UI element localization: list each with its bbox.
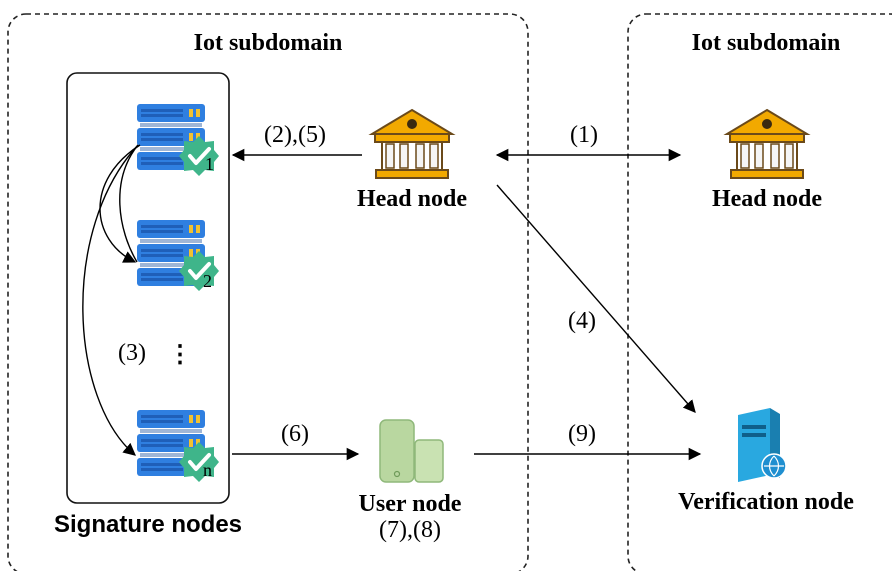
signature-nodes-box <box>66 72 230 504</box>
curve-arrow-1-to-2-inner <box>119 144 139 263</box>
curve-arrow-1-to-n <box>82 144 139 456</box>
user-node: User node (7),(8) <box>359 419 462 543</box>
left-subdomain-title: Iot subdomain <box>194 30 343 56</box>
verification-server-icon <box>738 408 787 482</box>
step-3-label: (3) <box>118 340 146 366</box>
verification-node: Verification node <box>678 408 854 515</box>
head-node-right: Head node <box>712 109 822 212</box>
bank-icon <box>371 109 453 179</box>
verification-node-label: Verification node <box>678 489 854 515</box>
mobile-device-icon <box>379 419 444 483</box>
verified-check-icon <box>177 249 221 293</box>
signature-server-2: 2 <box>137 220 221 293</box>
user-node-sublabel: (7),(8) <box>379 517 441 543</box>
edge-4-label: (4) <box>568 308 596 334</box>
signature-nodes-label: Signature nodes <box>54 511 242 538</box>
server-index-label: 1 <box>205 154 214 174</box>
signature-server-n: n <box>137 410 221 484</box>
left-subdomain-border <box>7 13 529 571</box>
head-node-right-label: Head node <box>712 186 822 212</box>
verified-check-icon <box>177 440 221 484</box>
vertical-ellipsis: ⋮ <box>168 342 192 368</box>
edge-6-label: (6) <box>281 421 309 447</box>
right-subdomain-title: Iot subdomain <box>692 30 841 56</box>
server-index-label: 2 <box>203 271 212 291</box>
edge-4-head-to-verification <box>496 184 696 413</box>
bank-icon <box>726 109 808 179</box>
server-index-label: n <box>203 460 212 480</box>
right-subdomain-border <box>627 13 892 571</box>
edge-9-label: (9) <box>568 421 596 447</box>
user-node-label: User node <box>359 491 462 517</box>
head-node-left-label: Head node <box>357 186 467 212</box>
edge-2-5-label: (2),(5) <box>264 122 326 148</box>
signature-server-1: 1 <box>137 104 221 178</box>
edge-1-label: (1) <box>570 122 598 148</box>
head-node-left: Head node <box>357 109 467 212</box>
